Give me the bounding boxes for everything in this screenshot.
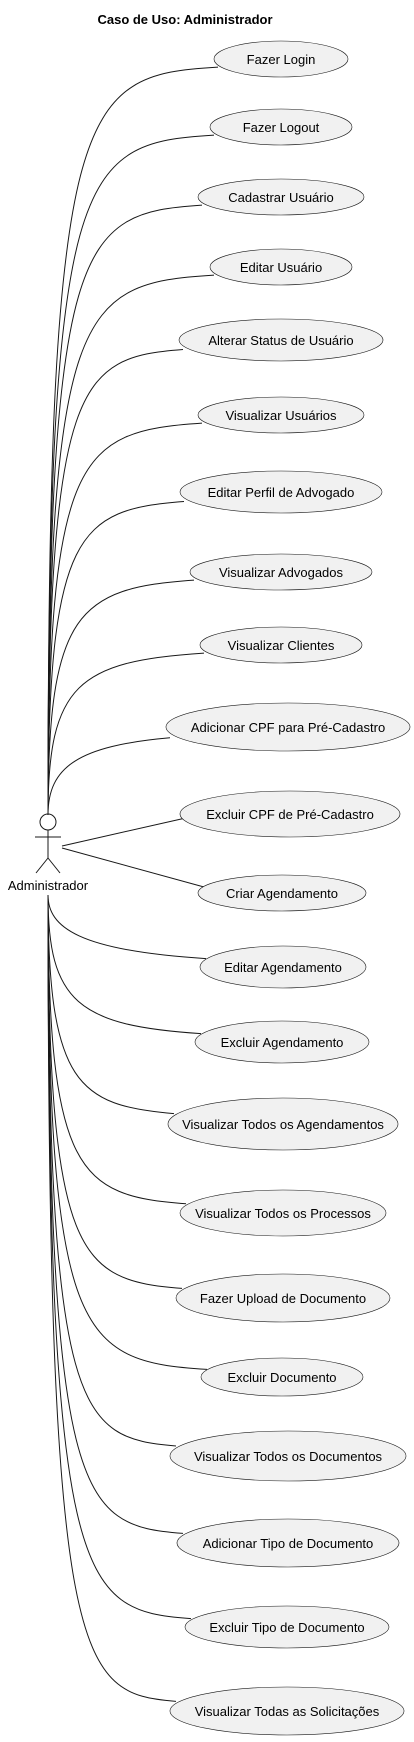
use-case-label: Editar Agendamento	[224, 960, 342, 975]
association-line	[47, 579, 195, 816]
use-case: Adicionar Tipo de Documento	[176, 1518, 400, 1568]
use-case: Visualizar Todos os Agendamentos	[167, 1097, 399, 1151]
use-case-label: Editar Usuário	[240, 260, 322, 275]
use-case: Editar Perfil de Advogado	[179, 470, 383, 514]
association-line	[47, 274, 215, 816]
actor-administrador: Administrador	[8, 813, 89, 893]
use-case-label: Excluir Tipo de Documento	[209, 1620, 364, 1635]
association-line	[47, 652, 205, 816]
use-case-label: Excluir Documento	[227, 1370, 336, 1385]
use-case-label: Visualizar Advogados	[219, 565, 344, 580]
association-line	[47, 348, 184, 816]
actor-label: Administrador	[8, 878, 89, 893]
association-line	[47, 422, 203, 816]
use-case-label: Visualizar Todos os Processos	[195, 1206, 371, 1221]
use-case: Visualizar Todas as Solicitações	[169, 1686, 405, 1736]
use-case-ellipse	[184, 1605, 390, 1649]
use-case: Cadastrar Usuário	[197, 178, 365, 216]
use-case-ellipse	[178, 318, 384, 362]
association-line	[47, 894, 208, 1370]
use-case: Fazer Upload de Documento	[175, 1273, 391, 1323]
use-case: Fazer Logout	[209, 108, 353, 146]
use-case: Excluir Agendamento	[194, 1020, 370, 1064]
use-case-ellipse	[197, 396, 365, 434]
use-case-ellipse	[213, 40, 349, 78]
use-case-label: Visualizar Todos os Agendamentos	[182, 1117, 384, 1132]
association-line	[47, 894, 202, 1035]
use-case-label: Visualizar Todas as Solicitações	[195, 1704, 380, 1719]
use-case: Visualizar Usuários	[197, 396, 365, 434]
use-case-ellipse	[209, 248, 353, 286]
use-case: Adicionar CPF para Pré-Cadastro	[165, 702, 411, 752]
use-case-label: Visualizar Clientes	[228, 638, 335, 653]
actor-left-leg	[35, 857, 49, 874]
association-line	[47, 737, 171, 816]
use-case-label: Adicionar Tipo de Documento	[203, 1536, 374, 1551]
use-case: Visualizar Clientes	[199, 626, 363, 664]
use-case-label: Cadastrar Usuário	[228, 190, 334, 205]
use-case-ellipse	[189, 553, 373, 591]
association-line	[47, 894, 177, 1702]
use-case: Excluir Documento	[200, 1357, 364, 1397]
use-case-ellipse	[176, 1518, 400, 1568]
use-case: Excluir Tipo de Documento	[184, 1605, 390, 1649]
use-case-ellipse	[197, 178, 365, 216]
use-case-ellipse	[179, 470, 383, 514]
association-line	[61, 817, 185, 847]
use-case-ellipse	[167, 1097, 399, 1151]
use-case-label: Alterar Status de Usuário	[208, 333, 353, 348]
use-case: Visualizar Advogados	[189, 553, 373, 591]
association-line	[47, 894, 177, 1447]
association-line	[47, 204, 203, 816]
association-line	[47, 894, 183, 1289]
use-case-ellipse	[165, 702, 411, 752]
use-case-ellipse	[194, 1020, 370, 1064]
use-case: Fazer Login	[213, 40, 349, 78]
use-case-label: Excluir CPF de Pré-Cadastro	[206, 807, 374, 822]
use-case: Visualizar Todos os Documentos	[169, 1430, 407, 1482]
use-case-ellipse	[175, 1273, 391, 1323]
association-line	[47, 894, 175, 1115]
actor-head	[39, 813, 57, 831]
use-case-ellipse	[199, 945, 367, 989]
use-case-label: Visualizar Usuários	[225, 408, 337, 423]
association-lines	[47, 66, 219, 1702]
use-case: Editar Agendamento	[199, 945, 367, 989]
use-case: Criar Agendamento	[197, 874, 367, 912]
use-case-label: Visualizar Todos os Documentos	[194, 1449, 383, 1464]
use-case: Visualizar Todos os Processos	[179, 1189, 387, 1237]
use-case-ellipse	[199, 626, 363, 664]
use-case-label: Criar Agendamento	[226, 886, 338, 901]
use-case-label: Fazer Login	[247, 52, 316, 67]
use-case-label: Fazer Upload de Documento	[200, 1291, 366, 1306]
use-case-label: Excluir Agendamento	[221, 1035, 344, 1050]
actor-right-leg	[47, 857, 61, 874]
association-line	[47, 894, 192, 1620]
association-line	[47, 894, 187, 1205]
use-case-ellipse	[209, 108, 353, 146]
association-line	[47, 66, 219, 816]
use-case-ellipse	[179, 790, 401, 838]
use-case-label: Fazer Logout	[243, 120, 320, 135]
use-case-label: Editar Perfil de Advogado	[208, 485, 355, 500]
use-case: Editar Usuário	[209, 248, 353, 286]
use-case-ellipse	[169, 1686, 405, 1736]
association-line	[61, 847, 205, 888]
association-line	[47, 500, 185, 816]
use-case-ellipse	[169, 1430, 407, 1482]
use-case: Alterar Status de Usuário	[178, 318, 384, 362]
use-case-ellipse	[179, 1189, 387, 1237]
use-case-label: Adicionar CPF para Pré-Cadastro	[191, 720, 385, 735]
use-case-ellipse	[197, 874, 367, 912]
use-case: Excluir CPF de Pré-Cadastro	[179, 790, 401, 838]
diagram-title: Caso de Uso: Administrador	[97, 12, 272, 27]
association-line	[47, 894, 207, 960]
use-case-ellipse	[200, 1357, 364, 1397]
association-line	[47, 134, 215, 816]
